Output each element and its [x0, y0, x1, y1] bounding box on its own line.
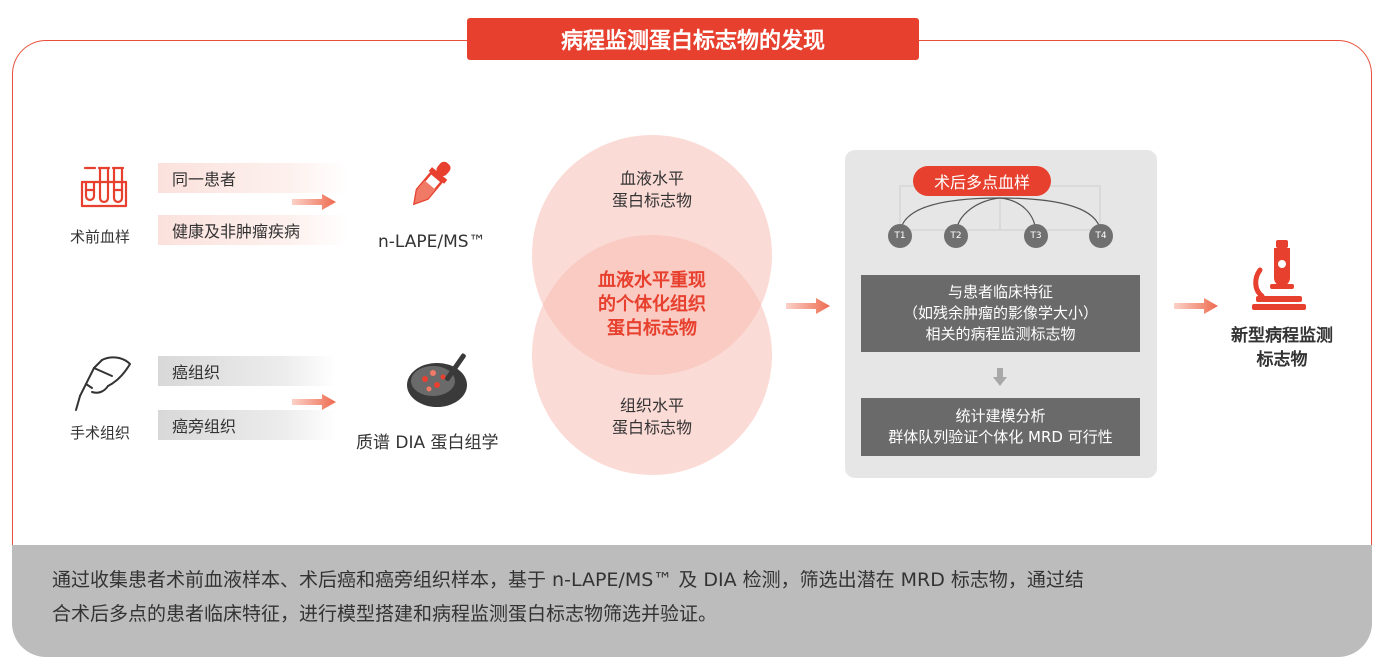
timepoint-t3: T3 [1024, 224, 1048, 248]
tissue-level-line1: 组织水平 [619, 396, 684, 415]
overlap-label: 血液水平重现 的个体化组织 蛋白标志物 [532, 269, 772, 341]
test-tubes-icon [76, 160, 132, 216]
timepoint-t2: T2 [944, 224, 968, 248]
dia-method-label: 质谱 DIA 蛋白组学 [356, 433, 499, 453]
stat-line2: 群体队列验证个体化 MRD 可行性 [888, 428, 1113, 446]
nlape-method-label: n-LAPE/MS™ [378, 232, 486, 252]
same-patient-box: 同一患者 [158, 163, 348, 193]
page-title: 病程监测蛋白标志物的发现 [467, 18, 919, 60]
clinical-feature-box: 与患者临床特征 （如残余肿瘤的影像学大小） 相关的病程监测标志物 [861, 275, 1140, 352]
arrow-icon [292, 194, 336, 210]
tissue-level-line2: 蛋白标志物 [611, 418, 692, 437]
arrow-icon [292, 394, 336, 410]
down-arrow-icon [993, 368, 1007, 386]
overlap-line1: 血液水平重现 [598, 270, 706, 291]
cancer-tissue-box: 癌组织 [158, 356, 336, 386]
petri-dish-icon [403, 345, 481, 411]
blood-level-label: 血液水平 蛋白标志物 [532, 168, 772, 212]
arrow-icon [1174, 298, 1218, 314]
blood-level-line2: 蛋白标志物 [611, 191, 692, 210]
clinical-line3: 相关的病程监测标志物 [925, 325, 1076, 343]
summary-line2: 合术后多点的患者临床特征，进行模型搭建和病程监测蛋白标志物筛选并验证。 [52, 603, 718, 625]
blood-level-line1: 血液水平 [619, 169, 684, 188]
healthy-control-box: 健康及非肿瘤疾病 [158, 215, 348, 245]
result-line1: 新型病程监测 [1231, 326, 1333, 346]
stat-model-box: 统计建模分析 群体队列验证个体化 MRD 可行性 [861, 398, 1140, 456]
timepoint-t1: T1 [888, 224, 912, 248]
stat-line1: 统计建模分析 [955, 407, 1046, 425]
overlap-line3: 蛋白标志物 [607, 318, 697, 339]
tissue-sample-label: 手术组织 [70, 424, 131, 442]
tissue-level-label: 组织水平 蛋白标志物 [532, 395, 772, 439]
blood-sample-label: 术前血样 [70, 228, 131, 246]
adjacent-tissue-box: 癌旁组织 [158, 410, 336, 440]
summary-line1: 通过收集患者术前血液样本、术后癌和癌旁组织样本，基于 n-LAPE/MS™ 及 … [52, 569, 1084, 591]
result-label: 新型病程监测 标志物 [1210, 324, 1354, 372]
clinical-line1: 与患者临床特征 [947, 283, 1053, 301]
microscope-icon [1250, 238, 1306, 312]
result-line2: 标志物 [1256, 350, 1308, 370]
timepoint-t4: T4 [1089, 224, 1113, 248]
overlap-line2: 的个体化组织 [598, 294, 706, 315]
arrow-icon [786, 298, 830, 314]
summary-panel: 通过收集患者术前血液样本、术后癌和癌旁组织样本，基于 n-LAPE/MS™ 及 … [12, 545, 1372, 657]
clinical-line2: （如残余肿瘤的影像学大小） [902, 304, 1098, 322]
postop-sample-label: 术后多点血样 [913, 166, 1051, 196]
dropper-icon [404, 155, 456, 215]
tissue-level-circle [532, 235, 772, 475]
scalpel-hand-icon [72, 352, 136, 416]
